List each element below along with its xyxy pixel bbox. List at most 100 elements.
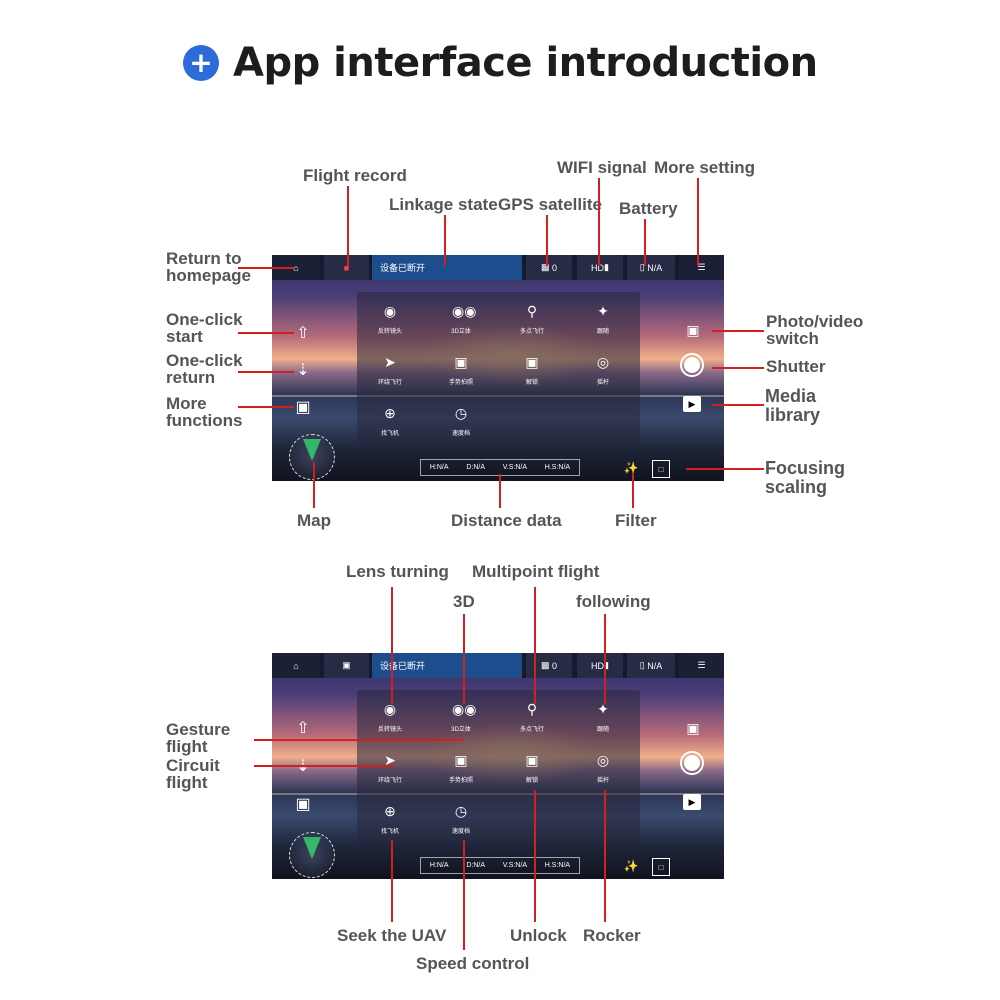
label-seek-uav: Seek the UAV [337,926,447,945]
menu-icon: ☰ [697,660,706,670]
shutter-button[interactable] [680,751,704,775]
media-library-button[interactable]: ▶ [683,396,701,412]
gesture-icon: ▣ [454,752,468,768]
battery-status: ▯ N/A [627,255,675,280]
menu-icon: ☰ [697,262,706,272]
map-compass[interactable] [289,832,335,878]
menu-item-3d[interactable]: ◉◉3D立体 [451,701,477,733]
home-icon: ⌂ [293,262,299,273]
label-shutter: Shutter [766,357,826,376]
wand-icon: ✨ [623,461,639,475]
battery-icon: ▯ [639,262,648,272]
function-panel: ◉反转镜头 ◉◉3D立体 ⚲多点飞行 ✦跟随 ➤环绕飞行 ▣手势拍照 ▣解锁 ◎… [357,292,640,444]
more-functions-button[interactable]: ▣ [292,793,314,815]
menu-item-gesture[interactable]: ▣手势拍照 [448,354,473,386]
app-screenshot-menu: ⌂ ▣ 设备已断开 ▩ 0 HD▮ ▯ N/A ☰ ⇧ ⇣ ▣ ◉反转镜头 ◉◉… [272,653,724,879]
one-click-return-button[interactable]: ⇣ [292,359,314,381]
label-lens-turning: Lens turning [346,562,449,581]
flight-record-button[interactable]: ■ [324,255,369,280]
menu-item-rocker[interactable]: ◎摇杆 [578,353,628,393]
photo-video-switch[interactable]: ▣ [682,321,704,339]
more-settings-button[interactable]: ☰ [679,255,724,280]
menu-item-circuit[interactable]: ➤环绕飞行 [377,354,402,386]
label-multipoint-flight: Multipoint flight [472,562,600,581]
record-icon: ▣ [342,660,351,670]
gps-status: ▩ 0 [526,653,572,678]
multipoint-icon: ⚲ [526,303,538,319]
more-settings-button[interactable]: ☰ [679,653,724,678]
multipoint-icon: ⚲ [526,701,538,717]
cube-icon: ▣ [295,796,311,813]
media-library-button[interactable]: ▶ [683,794,701,810]
top-bar: ⌂ ▣ 设备已断开 ▩ 0 HD▮ ▯ N/A ☰ [272,653,724,678]
flight-record-button[interactable]: ▣ [324,653,369,678]
menu-item-unlock[interactable]: ▣解锁 [507,353,557,393]
speed-icon: ◷ [454,803,468,819]
menu-item-speed[interactable]: ◷速度档 [451,803,470,835]
wifi-status: HD▮ [577,255,623,280]
focus-scaling-button[interactable]: □ [652,460,670,478]
linkage-state: 设备已断开 [372,255,522,280]
label-filter: Filter [615,511,657,530]
menu-item-3d[interactable]: ◉◉3D立体 [451,303,477,335]
circuit-icon: ➤ [384,354,396,370]
label-distance-data: Distance data [451,511,562,530]
menu-item-following[interactable]: ✦跟随 [578,700,628,740]
menu-item-multipoint[interactable]: ⚲多点飞行 [519,701,544,733]
lock-icon: ▣ [525,752,539,768]
rocker-icon: ◎ [596,752,610,768]
3d-icon: ◉◉ [452,303,477,319]
home-button[interactable]: ⌂ [272,653,320,678]
menu-item-seek[interactable]: ⊕找飞机 [380,803,399,835]
label-following: following [576,592,651,611]
photo-video-switch[interactable]: ▣ [682,719,704,737]
focus-icon: □ [658,862,664,872]
label-3d: 3D [453,592,475,611]
camera-icon: ▣ [686,719,700,736]
menu-item-seek[interactable]: ⊕找飞机 [380,405,399,437]
satellite-icon: ▩ [540,262,552,272]
one-click-start-button[interactable]: ⇧ [292,717,314,739]
function-panel: ◉反转镜头 ◉◉3D立体 ⚲多点飞行 ✦跟随 ➤环绕飞行 ▣手势拍照 ▣解锁 ◎… [357,690,640,842]
focus-scaling-button[interactable]: □ [652,858,670,876]
plus-icon: + [183,45,219,81]
menu-item-following[interactable]: ✦跟随 [578,302,628,342]
record-icon: ■ [343,262,350,273]
one-click-start-button[interactable]: ⇧ [292,322,314,344]
follow-icon: ✦ [597,701,609,717]
filter-button[interactable]: ✨ [622,858,640,874]
3d-icon: ◉◉ [452,701,477,717]
more-functions-button[interactable]: ▣ [292,396,314,418]
signal-icon: ▮ [604,262,609,272]
linkage-state: 设备已断开 [372,653,522,678]
distance-data: H:N/A D:N/A V.S:N/A H.S:N/A [420,857,580,874]
focus-icon: □ [658,464,664,474]
menu-item-lens-turning[interactable]: ◉反转镜头 [377,701,402,733]
battery-icon: ▯ [639,660,648,670]
top-bar: ⌂ ■ 设备已断开 ▩ 0 HD▮ ▯ N/A ☰ [272,255,724,280]
map-compass[interactable] [289,434,335,480]
menu-item-multipoint[interactable]: ⚲多点飞行 [519,303,544,335]
menu-item-gesture[interactable]: ▣手势拍照 [448,752,473,784]
filter-button[interactable]: ✨ [622,460,640,476]
menu-item-unlock[interactable]: ▣解锁 [507,751,557,791]
menu-item-lens-turning[interactable]: ◉反转镜头 [377,303,402,335]
menu-item-circuit[interactable]: ➤环绕飞行 [377,752,402,784]
upload-icon: ⇧ [296,325,310,342]
cube-icon: ▣ [295,399,311,416]
menu-item-speed[interactable]: ◷速度档 [451,405,470,437]
wifi-status: HD▮ [577,653,623,678]
seek-icon: ⊕ [384,803,396,819]
shutter-button[interactable] [680,353,704,377]
lens-turn-icon: ◉ [383,701,397,717]
menu-item-rocker[interactable]: ◎摇杆 [578,751,628,791]
label-battery: Battery [619,199,678,218]
label-rocker: Rocker [583,926,641,945]
